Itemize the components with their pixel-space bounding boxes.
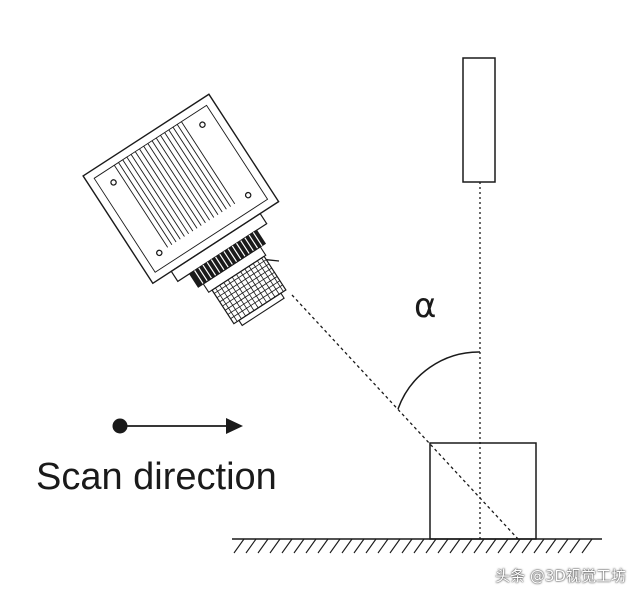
scan-direction-label: Scan direction <box>36 456 277 498</box>
projector-box <box>462 57 496 183</box>
ground-surface <box>232 538 602 554</box>
scanned-object <box>429 442 537 540</box>
watermark: 头条 @3D视觉工坊 <box>495 567 626 585</box>
angle-arc <box>397 351 481 410</box>
camera-view-line <box>291 294 519 540</box>
camera-icon <box>82 93 287 327</box>
angle-alpha-label: α <box>414 286 437 326</box>
scan-direction-arrow <box>112 418 243 434</box>
